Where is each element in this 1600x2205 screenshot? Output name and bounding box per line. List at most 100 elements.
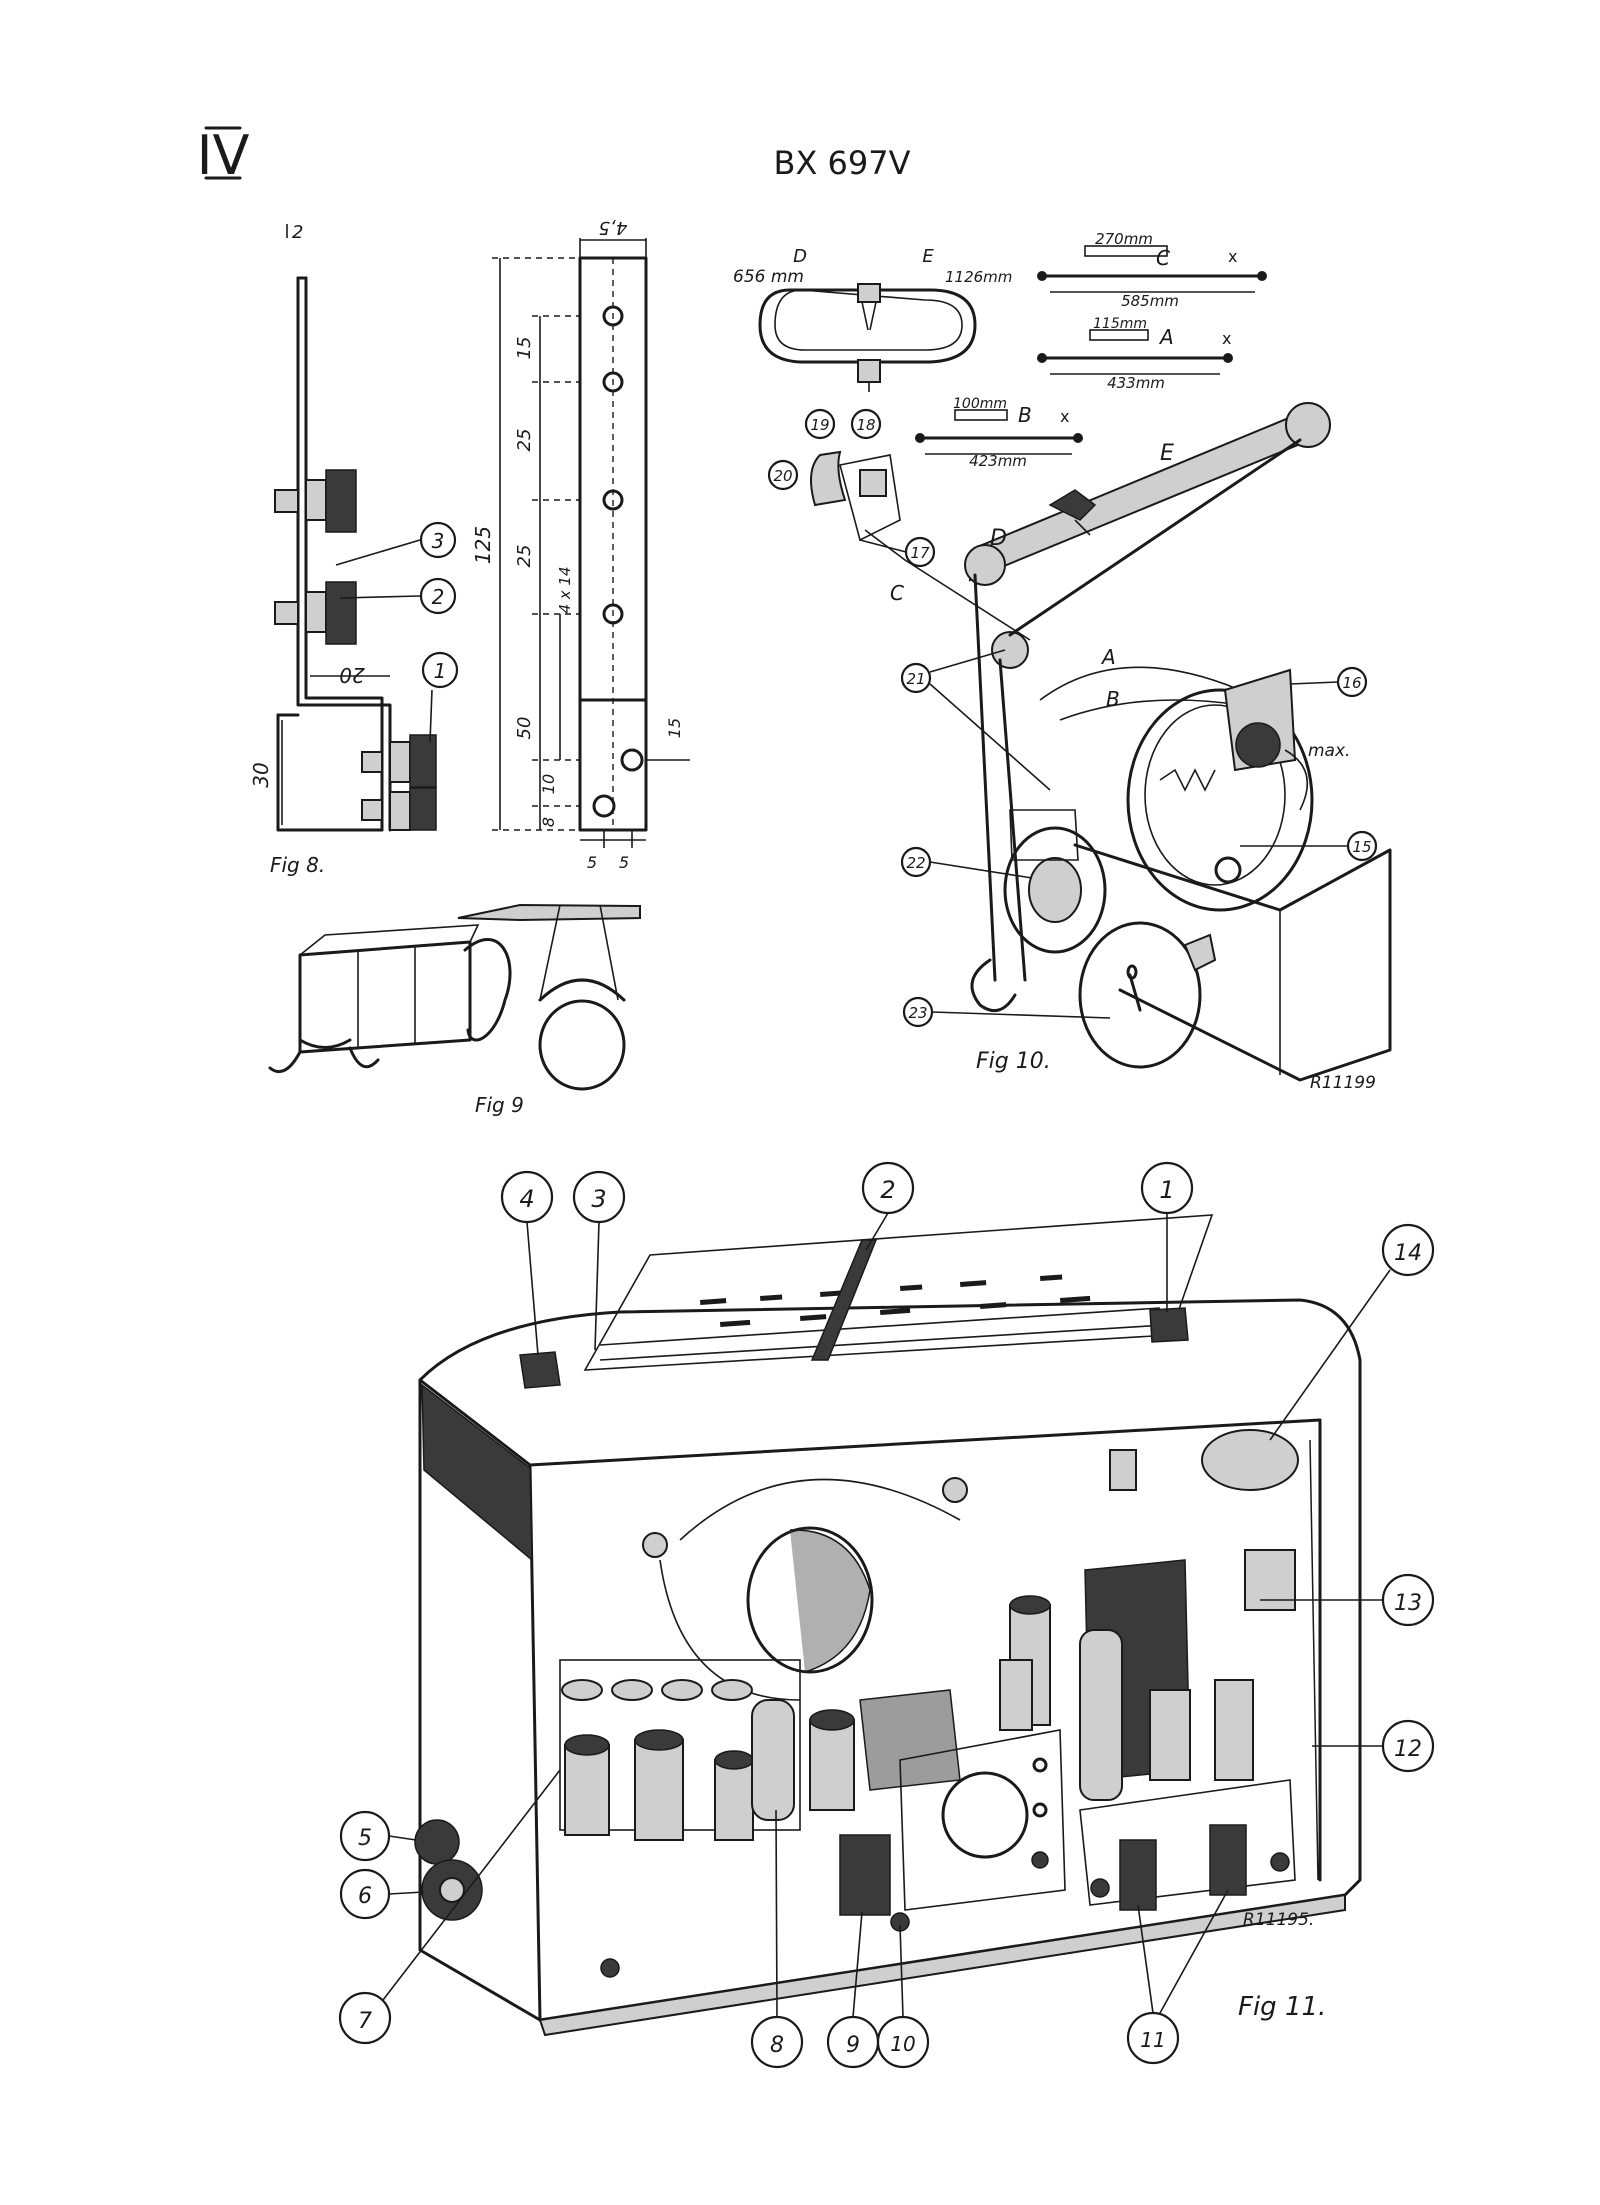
svg-text:7: 7: [358, 2009, 372, 2034]
fig8-dim-125: 125: [471, 526, 495, 564]
fig10-cord-E-length: 1126mm: [945, 268, 1012, 286]
svg-text:8: 8: [770, 2033, 784, 2058]
fig11-callout-5: 5: [339, 1810, 391, 1862]
fig8-dim-25a: 25: [514, 429, 535, 452]
fig9-caption: Fig 9: [475, 1093, 524, 1117]
fig10-callout-23: 23: [902, 996, 934, 1028]
svg-text:x: x: [1060, 407, 1069, 426]
fig8-dim-50: 50: [514, 717, 535, 740]
fig10-callout-17: 17: [904, 536, 936, 568]
fig10-label-E-top: E: [922, 246, 934, 267]
fig11-callout-14: 14: [1381, 1223, 1435, 1277]
fig8-dim-30: 30: [249, 762, 273, 787]
svg-text:115mm: 115mm: [1093, 316, 1147, 332]
fig10-label-A: A: [1100, 645, 1116, 669]
fig8-callout-3: 3: [419, 521, 457, 559]
svg-text:19: 19: [810, 416, 829, 434]
fig8-dim-20: 20: [339, 663, 364, 687]
fig11-callout-7: 7: [338, 1991, 392, 2045]
svg-text:433mm: 433mm: [1107, 374, 1165, 392]
svg-text:16: 16: [1342, 674, 1361, 692]
fig10-mark-x: x: [1228, 247, 1237, 266]
fig8-dim-5b: 5: [619, 853, 629, 872]
fig10-label-B: B: [1106, 687, 1120, 711]
fig8-top-mark: 2: [292, 222, 303, 243]
fig8-dim-4-5: 15: [665, 718, 684, 738]
fig11-callout-3: 3: [572, 1170, 626, 1224]
svg-text:13: 13: [1394, 1591, 1422, 1616]
fig11-chassis: 4 3 2 1 14 13 12 5 6 7 8 9 10 11 R11195.…: [338, 1161, 1435, 2069]
fig8-knob-middle: [274, 581, 357, 645]
svg-text:22: 22: [906, 854, 925, 872]
fig8-dim-8: 8: [539, 817, 558, 827]
fig10-caption: Fig 10.: [976, 1049, 1051, 1074]
fig10-label-C: C: [890, 581, 904, 605]
svg-text:23: 23: [908, 1004, 927, 1022]
fig8-knob-lower: [361, 734, 437, 831]
svg-text:14: 14: [1394, 1241, 1422, 1266]
fig10-max-label: max.: [1308, 741, 1350, 761]
fig8-dim-5a: 5: [587, 853, 597, 872]
svg-text:x: x: [1222, 329, 1231, 348]
fig11-callout-11: 11: [1126, 2011, 1180, 2065]
fig10-callout-19: 19: [804, 408, 836, 440]
fig8-bracket-drawing: 2 20 30: [249, 217, 690, 877]
svg-text:4: 4: [519, 1185, 534, 1213]
svg-text:10: 10: [890, 2032, 915, 2056]
svg-text:17: 17: [910, 544, 930, 562]
fig8-dim-25b: 25: [514, 545, 535, 568]
svg-text:15: 15: [1352, 838, 1371, 856]
svg-text:423mm: 423mm: [969, 452, 1027, 470]
fig10-cord-B: B x 100mm 423mm: [915, 396, 1083, 470]
fig8-dim-4x14: 4 x 14: [556, 566, 574, 613]
svg-text:2: 2: [880, 1176, 895, 1204]
fig10-callout-20: 20: [767, 459, 799, 491]
fig8-dim-15: 15: [514, 337, 535, 360]
fig10-callout-18: 18: [850, 408, 882, 440]
fig11-callout-13: 13: [1381, 1573, 1435, 1627]
fig11-callout-9: 9: [826, 2015, 880, 2069]
fig11-ref: R11195.: [1243, 1910, 1314, 1930]
fig8-callout-1: 1: [421, 651, 459, 689]
fig11-callout-2: 2: [861, 1161, 915, 1215]
fig11-callout-1: 1: [1140, 1161, 1194, 1215]
fig11-right-section: [1079, 1429, 1319, 1911]
fig11-caption: Fig 11.: [1238, 1992, 1326, 2022]
svg-text:3: 3: [591, 1185, 606, 1213]
fig11-callout-10: 10: [876, 2015, 930, 2069]
svg-text:18: 18: [856, 416, 875, 434]
fig10-label-E: E: [1160, 441, 1174, 466]
fig8-caption: Fig 8.: [270, 853, 325, 877]
fig8-dim-top: 4,5: [599, 217, 628, 238]
fig10-cord-C: C x 270mm 585mm: [1037, 230, 1267, 310]
svg-text:1: 1: [434, 659, 447, 683]
svg-text:9: 9: [846, 2033, 860, 2058]
fig10-callout-22: 22: [900, 846, 932, 878]
svg-text:B: B: [1018, 403, 1032, 427]
fig10-cord-A: A x 115mm 433mm: [1037, 316, 1233, 392]
fig8-dim-10: 10: [539, 774, 558, 794]
svg-text:12: 12: [1394, 1737, 1422, 1762]
svg-text:5: 5: [358, 1826, 372, 1851]
fig11-callout-6: 6: [339, 1868, 391, 1920]
svg-text:100mm: 100mm: [953, 396, 1007, 412]
page-roman-numeral: IV: [197, 124, 250, 187]
fig9-sketch: Fig 9: [268, 903, 641, 1117]
fig10-label-D-top: D: [793, 246, 807, 267]
fig11-callout-12: 12: [1381, 1719, 1435, 1773]
svg-text:1: 1: [1159, 1176, 1174, 1204]
fig10-callout-16: 16: [1336, 666, 1368, 698]
fig11-callout-8: 8: [750, 2015, 804, 2069]
page-title: BX 697V: [773, 144, 910, 182]
fig11-tubes-middle: [809, 1595, 1066, 1916]
svg-text:A: A: [1158, 325, 1174, 349]
fig10-cord-D-length: 656 mm: [733, 267, 804, 287]
fig10-label-D: D: [990, 526, 1007, 551]
svg-text:270mm: 270mm: [1095, 230, 1153, 248]
roman-numeral: IV: [197, 124, 250, 187]
svg-text:20: 20: [773, 467, 792, 485]
fig10-callout-15: 15: [1346, 830, 1378, 862]
fig11-tubes-left: [559, 1659, 801, 1841]
